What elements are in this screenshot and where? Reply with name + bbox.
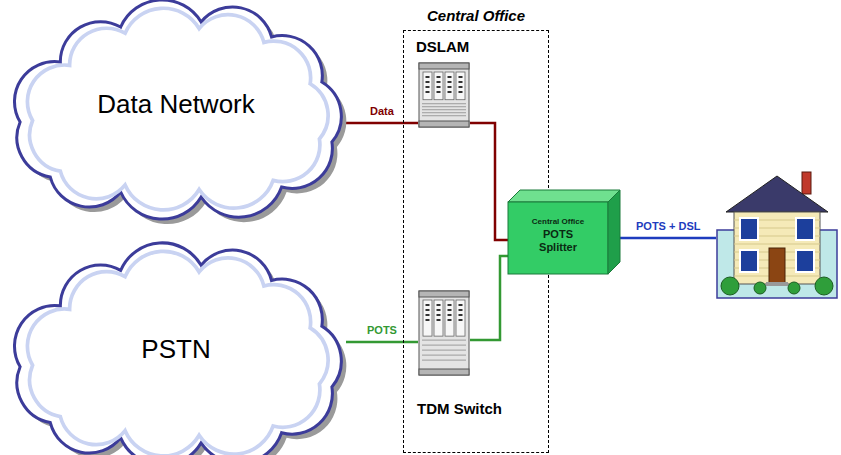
connector-line	[470, 123, 508, 240]
splitter-sublabel: Central Office	[508, 217, 608, 226]
boundary-title: Central Office	[404, 7, 548, 24]
tdm-switch-equipment: TDM Switch	[410, 290, 506, 420]
connector-line	[346, 122, 418, 125]
customer-house	[716, 168, 838, 300]
central-office-boundary: Central OfficeDSLAMCentral OfficePOTS Sp…	[403, 30, 549, 453]
rack-icon	[418, 62, 470, 128]
equipment-label: TDM Switch	[410, 400, 506, 417]
cloud-label: Data Network	[57, 89, 295, 120]
network-cloud: Data Network	[0, 2, 352, 207]
network-cloud: PSTN	[0, 245, 352, 453]
connector-line	[620, 237, 716, 240]
equipment-label: DSLAM	[412, 38, 476, 55]
dslam-equipment: DSLAM	[412, 38, 476, 130]
connector-line	[470, 256, 508, 340]
rack-icon	[418, 290, 470, 376]
connector-label: POTS	[365, 324, 399, 336]
cloud-label: PSTN	[101, 334, 250, 365]
pots-splitter: Central OfficePOTS Splitter	[508, 190, 620, 274]
connector-line	[346, 341, 418, 344]
connector-label: POTS + DSL	[634, 220, 703, 232]
splitter-label: POTS Splitter	[529, 228, 587, 254]
house-illustration	[716, 168, 838, 300]
connector-label: Data	[368, 105, 396, 117]
